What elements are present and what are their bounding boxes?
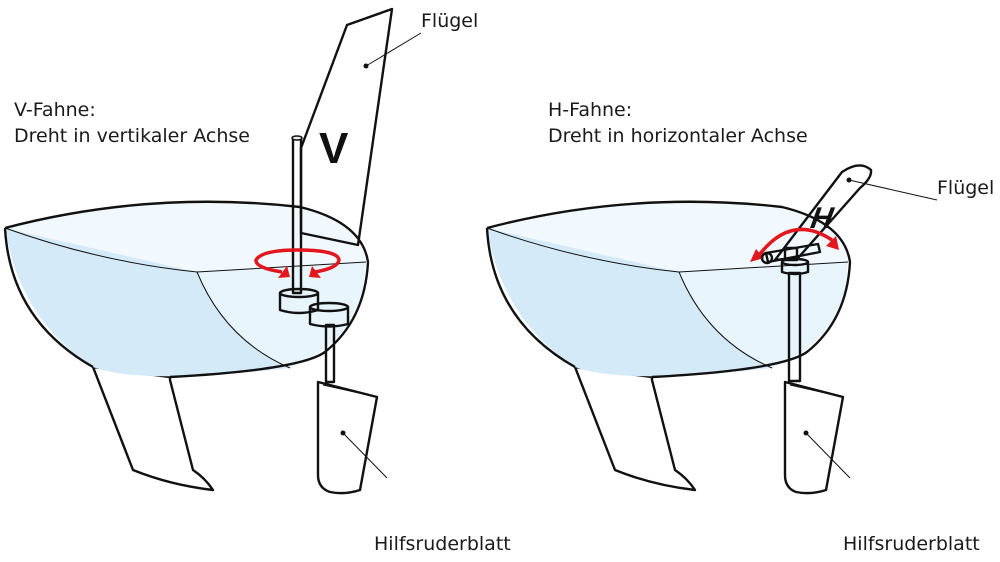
h-vane-illustration: H bbox=[485, 164, 938, 495]
vane-letter-v: V bbox=[319, 124, 349, 173]
vane-label-right: Flügel bbox=[937, 177, 994, 199]
blade-label-right: Hilfsruderblatt bbox=[843, 533, 980, 555]
rudder-blade-left bbox=[316, 380, 379, 495]
v-vane-illustration: V bbox=[3, 7, 422, 495]
blade-label-left: Hilfsruderblatt bbox=[374, 533, 511, 555]
h-vane-title: H-Fahne: bbox=[548, 99, 632, 121]
hull-right bbox=[485, 200, 852, 492]
vane-flag-v bbox=[299, 7, 394, 247]
h-vane-subtitle: Dreht in horizontaler Achse bbox=[548, 125, 808, 147]
hull-left bbox=[3, 200, 370, 492]
vane-label-left: Flügel bbox=[421, 10, 478, 32]
vane-flag-h bbox=[773, 164, 873, 262]
v-vane-subtitle: Dreht in vertikaler Achse bbox=[14, 125, 250, 147]
rudder-blade-right bbox=[783, 380, 845, 495]
tilt-arrow-icon bbox=[755, 227, 833, 260]
rotation-arrow-icon bbox=[254, 248, 341, 274]
v-vane-title: V-Fahne: bbox=[14, 99, 96, 121]
